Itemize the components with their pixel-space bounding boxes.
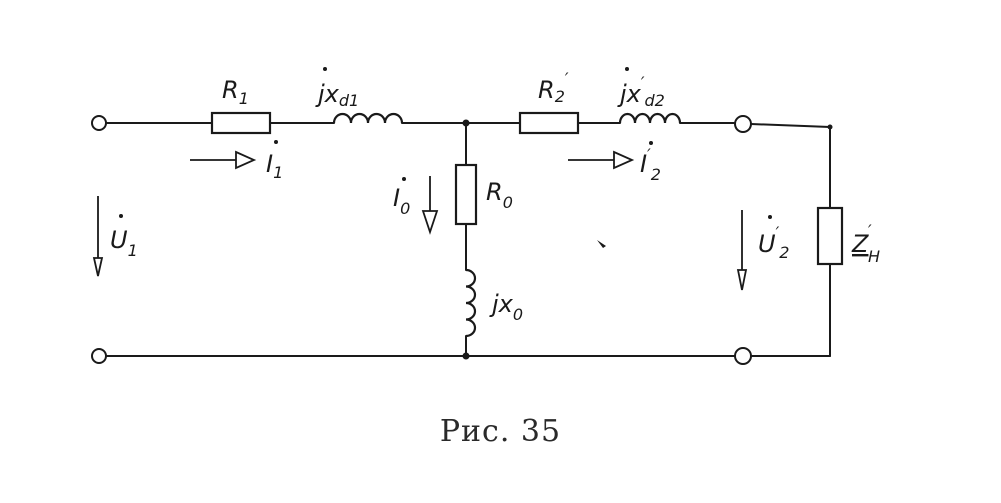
inductor-x0 [465, 268, 477, 338]
output-terminal-top [734, 115, 752, 133]
resistor-r2 [518, 111, 580, 135]
label-u2: U′2 [758, 215, 789, 262]
input-terminal-bottom [91, 348, 107, 364]
scan-mark [597, 240, 606, 248]
voltage-arrow-u2 [736, 210, 748, 291]
label-r2: R2′ [538, 69, 569, 106]
label-xd1: jxd1 [315, 67, 359, 110]
input-terminal-top [91, 115, 107, 131]
svg-text:jx′d2: jx′d2 [617, 73, 665, 110]
output-terminal-bottom [734, 347, 752, 365]
svg-text:I1: I1 [266, 150, 283, 182]
label-r0: R0 [486, 178, 513, 212]
svg-text:jx0: jx0 [489, 290, 523, 324]
current-arrow-i1 [190, 150, 257, 170]
junction-node-load-top [827, 124, 833, 130]
svg-text:H: H [868, 247, 880, 266]
svg-text:I′2: I′2 [640, 145, 661, 184]
load-impedance-zh [816, 206, 844, 266]
current-arrow-i0 [421, 176, 439, 235]
resistor-r0 [454, 163, 478, 226]
svg-text:′: ′ [868, 221, 872, 240]
label-x0: jx0 [489, 290, 523, 324]
label-xd2: jx′d2 [617, 67, 665, 110]
svg-text:jxd1: jxd1 [315, 80, 359, 110]
svg-text:R2′: R2′ [538, 69, 569, 106]
junction-node-top [462, 119, 470, 127]
top-wire-terminal-to-load [750, 123, 831, 128]
label-zh: Z ′ H [851, 221, 880, 266]
label-u1: U1 [110, 214, 138, 260]
voltage-arrow-u1 [92, 196, 104, 277]
svg-text:R1: R1 [222, 76, 249, 108]
svg-text:I0: I0 [393, 184, 410, 218]
junction-node-bottom [462, 352, 470, 360]
svg-text:R0: R0 [486, 178, 513, 212]
figure-caption: Рис. 35 [439, 414, 562, 449]
resistor-r1 [210, 111, 272, 135]
inductor-xd2 [618, 112, 682, 124]
label-r1: R1 [222, 76, 249, 108]
svg-text:Z: Z [851, 230, 869, 258]
label-i0: I0 [393, 177, 410, 218]
inductor-xd1 [332, 112, 404, 124]
svg-text:U′2: U′2 [758, 223, 789, 262]
label-i2: I′2 [640, 141, 661, 184]
label-i1: I1 [266, 140, 283, 182]
svg-text:U1: U1 [110, 226, 138, 260]
current-arrow-i2 [568, 150, 635, 170]
